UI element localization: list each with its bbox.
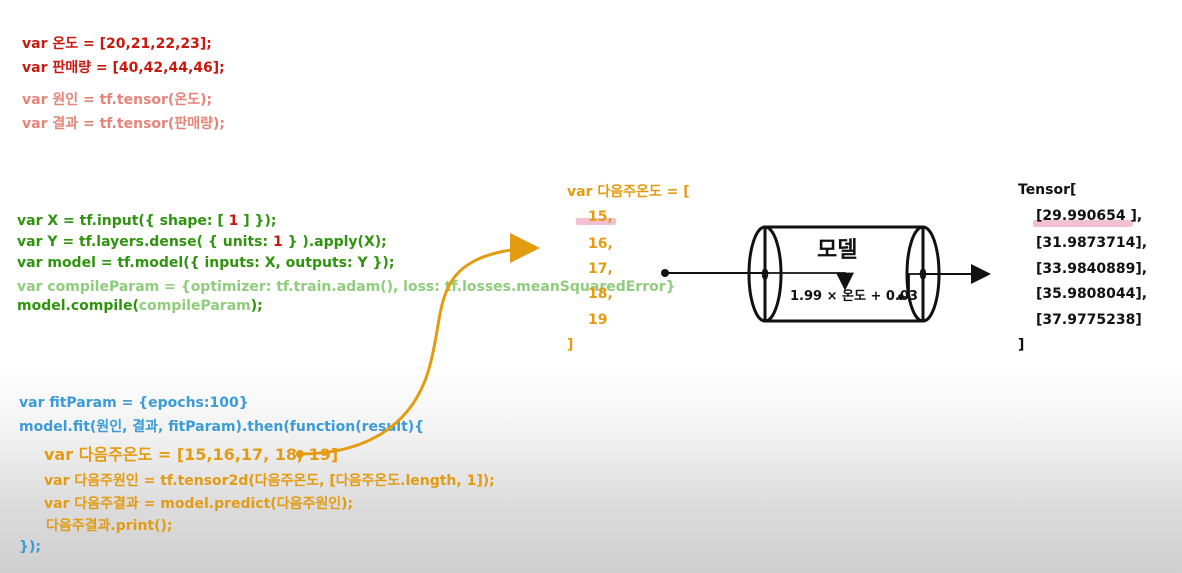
internal-down-arrow [765,273,845,287]
orange-connector-arrow [300,248,534,454]
input-line-dot [661,269,669,277]
internal-output-line [901,274,923,297]
orange-connector-start-dot [296,450,304,458]
model-cylinder-body [765,227,923,321]
